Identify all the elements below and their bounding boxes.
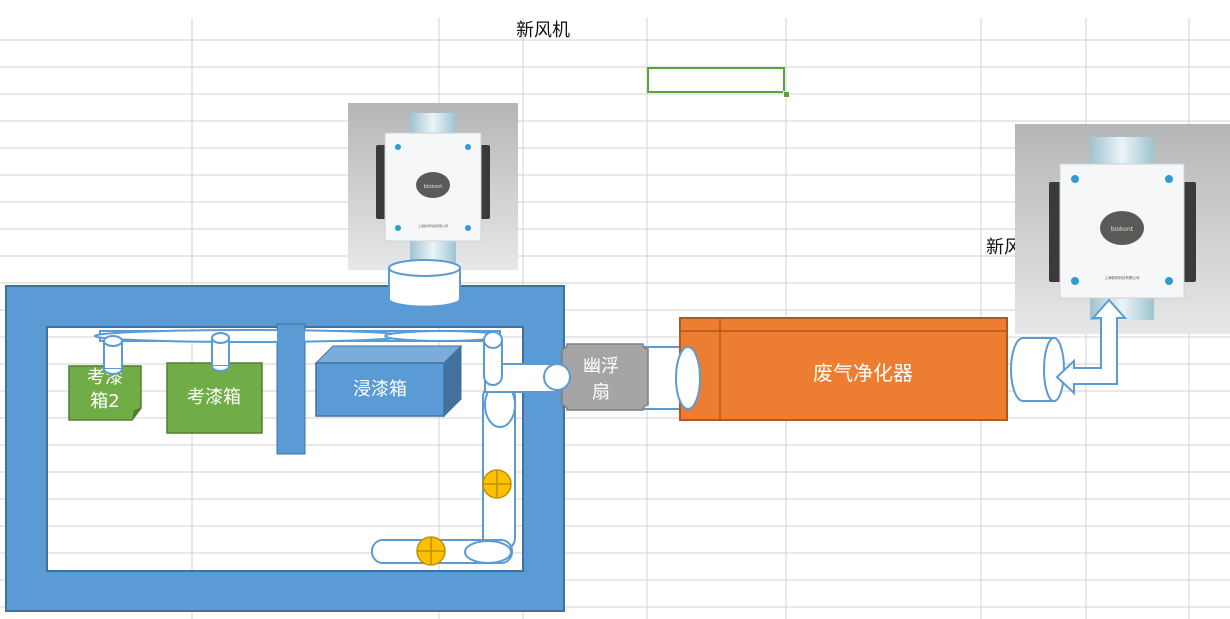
drop-pipe-1 xyxy=(103,335,123,375)
right-label-cell-text: 新风机 xyxy=(986,237,1016,258)
fan-label-line1: 幽浮 xyxy=(583,356,619,377)
header-cell-text: 新风机 xyxy=(516,20,570,41)
drying-box[interactable]: 考漆箱 xyxy=(166,362,263,434)
exhaust-fan[interactable]: 幽浮 扇 xyxy=(561,343,649,411)
top-intake-cylinder[interactable] xyxy=(388,259,461,308)
duct-top xyxy=(1090,137,1154,165)
dip-box[interactable]: 浸漆箱 xyxy=(314,344,463,418)
brand-text: biokont xyxy=(1111,226,1134,233)
valve-horizontal[interactable] xyxy=(416,536,446,566)
right-fresh-air-unit-image[interactable]: biokont 上海新风科技有限公司 xyxy=(1015,124,1230,334)
purifier-label: 废气净化器 xyxy=(813,361,913,385)
top-horizontal-duct[interactable] xyxy=(94,329,502,343)
duct-bottom xyxy=(410,241,456,263)
exhaust-purifier[interactable]: 废气净化器 xyxy=(679,317,1008,421)
valve-vertical[interactable] xyxy=(482,469,512,499)
fan-inlet-cap xyxy=(543,363,571,391)
brand-badge xyxy=(1100,211,1144,245)
bracket-left xyxy=(1049,182,1062,282)
drying-box-2[interactable]: 考漆 箱2 xyxy=(68,365,142,421)
bracket-right xyxy=(1183,182,1196,282)
fill-handle[interactable] xyxy=(783,91,790,98)
purifier-inlet-cap xyxy=(675,346,701,410)
purifier-outlet-cylinder[interactable] xyxy=(1010,337,1065,402)
vertical-duct[interactable] xyxy=(482,382,516,551)
top-fresh-air-unit-image[interactable]: biokont 上海新风科技有限公司 xyxy=(348,103,518,270)
drying-box-label: 考漆箱 xyxy=(187,387,241,408)
drop-pipe-2 xyxy=(211,332,230,372)
unit-caption: 上海新风科技有限公司 xyxy=(418,223,448,228)
duct-top xyxy=(410,113,456,135)
drying-box-2-label-line2: 箱2 xyxy=(90,391,119,412)
bracket-left xyxy=(376,145,386,219)
selected-cell[interactable] xyxy=(647,67,785,93)
airflow-arrow-icon xyxy=(1055,298,1128,396)
fan-label-line2: 扇 xyxy=(592,382,610,403)
unit-caption: 上海新风科技有限公司 xyxy=(1105,275,1140,280)
brand-badge xyxy=(416,172,450,198)
bracket-right xyxy=(480,145,490,219)
brand-text: biokont xyxy=(424,184,443,190)
workshop-frame[interactable] xyxy=(5,285,565,612)
divider-bar[interactable] xyxy=(276,323,306,455)
dip-box-label: 浸漆箱 xyxy=(353,379,407,400)
